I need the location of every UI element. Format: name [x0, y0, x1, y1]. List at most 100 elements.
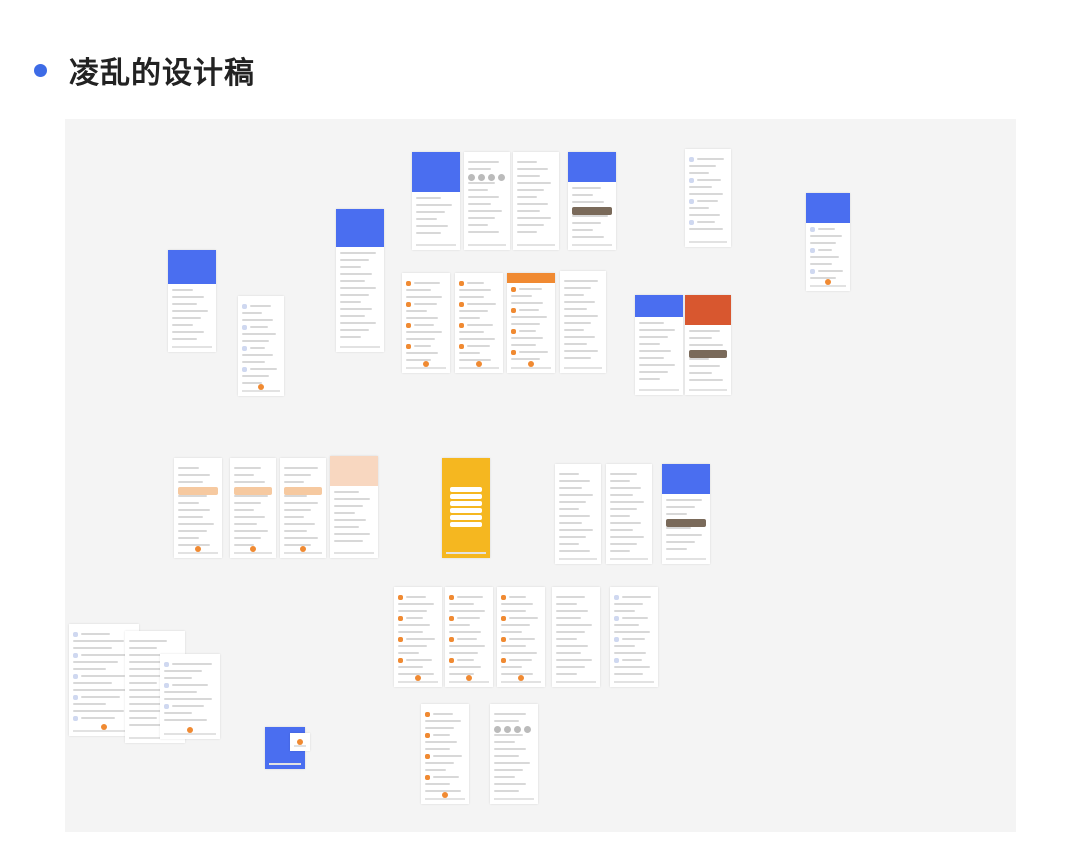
thumbnail-icon [406, 302, 411, 307]
thumbnail-card [450, 508, 482, 513]
thumbnail-text-line [614, 645, 635, 647]
thumbnail-text-line [511, 316, 548, 318]
thumbnail-text-line [517, 168, 548, 170]
thumbnail-text-line [689, 337, 713, 339]
thumbnail-text-line [172, 296, 205, 298]
design-thumbnail [336, 209, 384, 352]
thumbnail-text-line [234, 523, 258, 525]
thumbnail-header [806, 193, 850, 223]
thumbnail-text-line [501, 645, 526, 647]
thumbnail-text-line [556, 596, 585, 598]
thumbnail-text-line [511, 302, 544, 304]
thumbnail-text-line [457, 596, 483, 598]
thumbnail-text-line [494, 713, 527, 715]
thumbnail-text-line [398, 631, 423, 633]
design-thumbnail [568, 152, 616, 250]
thumbnail-text-line [284, 481, 304, 483]
thumbnail-text-line [501, 624, 530, 626]
thumbnail-text-line [614, 624, 639, 626]
thumbnail-text-line [519, 330, 536, 332]
thumbnail-text-line [559, 543, 579, 545]
thumbnail-text-line [666, 513, 687, 515]
thumbnail-text-line [416, 211, 445, 213]
thumbnail-avatar [478, 174, 485, 181]
thumbnail-text-line [416, 204, 453, 206]
thumbnail-text-line [340, 308, 373, 310]
thumbnail-icon [501, 595, 506, 600]
thumbnail-text-line [172, 303, 197, 305]
thumbnail-text-line [459, 317, 480, 319]
thumbnail-text-line [284, 544, 311, 546]
thumbnail-text-line [172, 338, 197, 340]
thumbnail-text-line [73, 689, 130, 691]
thumbnail-text-line [519, 309, 539, 311]
thumbnail-text-line [501, 652, 538, 654]
thumbnail-text-line [129, 682, 157, 684]
thumbnail-text-line [509, 659, 532, 661]
thumbnail-fab-icon [195, 546, 201, 552]
thumbnail-text-line [340, 252, 377, 254]
thumbnail-text-line [334, 505, 363, 507]
thumbnail-text-line [639, 357, 664, 359]
thumbnail-text-line [406, 659, 432, 661]
thumbnail-text-line [689, 365, 720, 367]
thumbnail-image [572, 207, 612, 215]
thumbnail-text-line [564, 343, 588, 345]
thumbnail-text-line [639, 378, 660, 380]
thumbnail-text-line [517, 203, 548, 205]
thumbnail-tabbar [556, 681, 596, 683]
thumbnail-text-line [614, 673, 643, 675]
thumbnail-text-line [459, 352, 480, 354]
thumbnail-text-line [242, 340, 269, 342]
thumbnail-text-line [511, 295, 532, 297]
thumbnail-text-line [564, 280, 599, 282]
thumbnail-header [336, 209, 384, 247]
thumbnail-text-line [666, 527, 691, 529]
thumbnail-text-line [511, 323, 540, 325]
thumbnail-text-line [689, 330, 720, 332]
thumbnail-text-line [406, 338, 435, 340]
thumbnail-text-line [416, 225, 449, 227]
thumbnail-text-line [425, 790, 462, 792]
design-thumbnail [464, 152, 510, 250]
thumbnail-text-line [559, 508, 579, 510]
thumbnail-text-line [234, 474, 254, 476]
thumbnail-text-line [172, 331, 205, 333]
thumbnail-text-line [818, 249, 833, 251]
thumbnail-text-line [234, 467, 261, 469]
section-title: 凌乱的设计稿 [69, 56, 255, 91]
thumbnail-text-line [494, 741, 515, 743]
thumbnail-card [450, 487, 482, 492]
thumbnail-icon [501, 637, 506, 642]
thumbnail-text-line [398, 673, 435, 675]
thumbnail-text-line [425, 741, 458, 743]
thumbnail-avatar [468, 174, 475, 181]
design-thumbnail [445, 587, 493, 687]
thumbnail-text-line [81, 696, 120, 698]
thumbnail-text-line [556, 638, 577, 640]
thumbnail-text-line [242, 375, 269, 377]
thumbnail-tabbar [406, 367, 446, 369]
thumbnail-text-line [556, 659, 593, 661]
thumbnail-text-line [449, 652, 478, 654]
thumbnail-text-line [449, 610, 486, 612]
thumbnail-tabbar [517, 244, 555, 246]
thumbnail-text-line [284, 467, 319, 469]
design-thumbnail [606, 464, 652, 564]
thumbnail-text-line [425, 762, 454, 764]
thumbnail-icon [398, 637, 403, 642]
thumbnail-text-line [433, 734, 450, 736]
thumbnail-icon [425, 754, 430, 759]
design-thumbnail [442, 458, 490, 558]
thumbnail-text-line [572, 229, 593, 231]
design-thumbnail [662, 464, 710, 564]
thumbnail-text-line [459, 296, 484, 298]
thumbnail-icon [73, 653, 78, 658]
thumbnail-text-line [340, 273, 373, 275]
thumbnail-text-line [559, 536, 586, 538]
thumbnail-text-line [494, 762, 531, 764]
thumbnail-text-line [178, 516, 203, 518]
thumbnail-text-line [572, 194, 593, 196]
thumbnail-text-line [172, 289, 193, 291]
thumbnail-text-line [610, 522, 641, 524]
